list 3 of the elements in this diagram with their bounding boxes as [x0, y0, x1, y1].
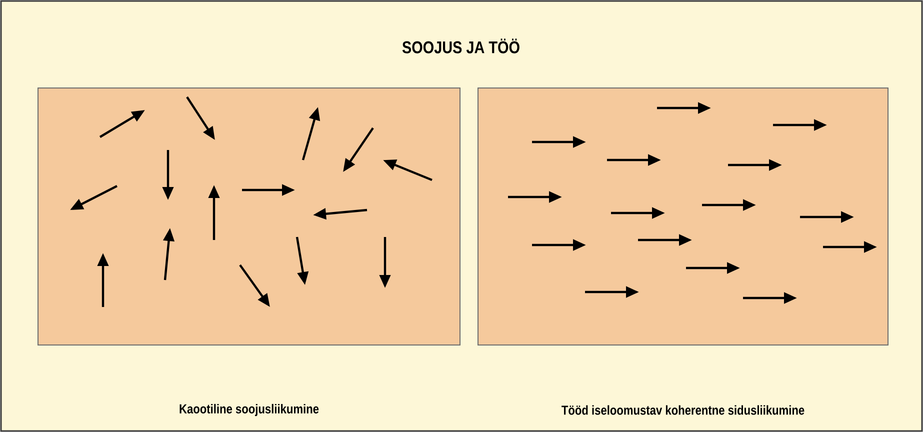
panel-caption: Tööd iseloomustav koherentne sidusliikumine — [562, 405, 804, 415]
panel-caption: Kaootiline soojusliikumine — [180, 404, 319, 416]
title: SOOJUS JA TÖÖ — [402, 38, 520, 54]
